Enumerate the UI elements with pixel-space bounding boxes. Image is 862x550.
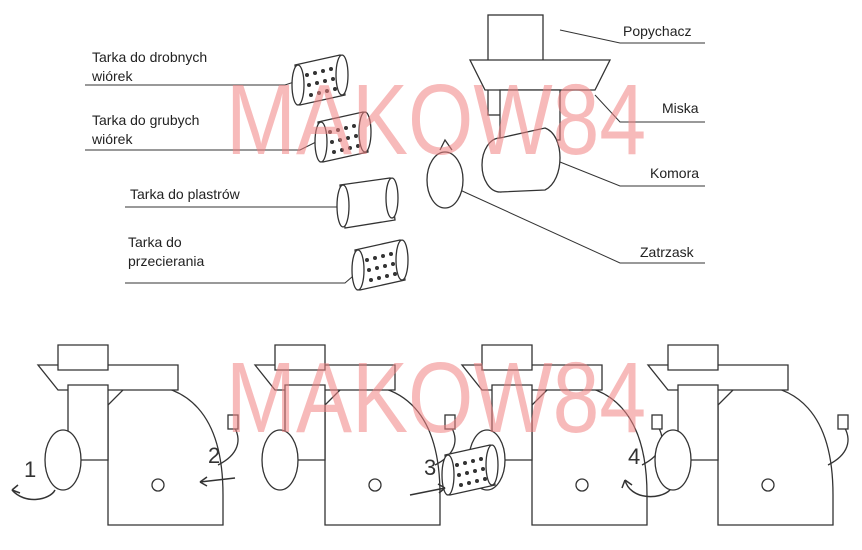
label-line: przecierania [128, 253, 205, 269]
label-line: wiórek [92, 131, 133, 147]
label-line: Tarka do grubych [92, 112, 200, 128]
grater-puree [351, 239, 409, 291]
step-4-number: 4 [628, 444, 641, 469]
step-3-number: 3 [424, 455, 437, 480]
step-2-number: 2 [208, 443, 221, 468]
step-4-machine [647, 344, 849, 526]
label-latch: Zatrzask [640, 244, 694, 260]
step-1-number: 1 [24, 457, 37, 482]
label-coarse-grater: Tarka do grubych wiórek [92, 111, 199, 149]
grater-slicer [336, 177, 399, 229]
watermark-top: MAKOW84 [226, 64, 647, 176]
label-slicer: Tarka do plastrów [130, 186, 240, 202]
direction-arrows [11, 476, 671, 501]
label-fine-grater: Tarka do drobnych wiórek [92, 48, 207, 86]
label-line: Tarka do drobnych [92, 49, 208, 65]
label-chamber: Komora [650, 165, 700, 181]
machine-top-parts [426, 14, 612, 209]
label-line: Tarka do [128, 234, 182, 250]
step-1-machine [37, 344, 239, 526]
label-line: wiórek [92, 68, 133, 84]
watermark-bottom: MAKOW84 [226, 342, 647, 454]
label-pusher: Popychacz [623, 23, 692, 39]
label-bowl: Miska [662, 100, 699, 116]
label-puree-grater: Tarka do przecierania [128, 233, 204, 271]
